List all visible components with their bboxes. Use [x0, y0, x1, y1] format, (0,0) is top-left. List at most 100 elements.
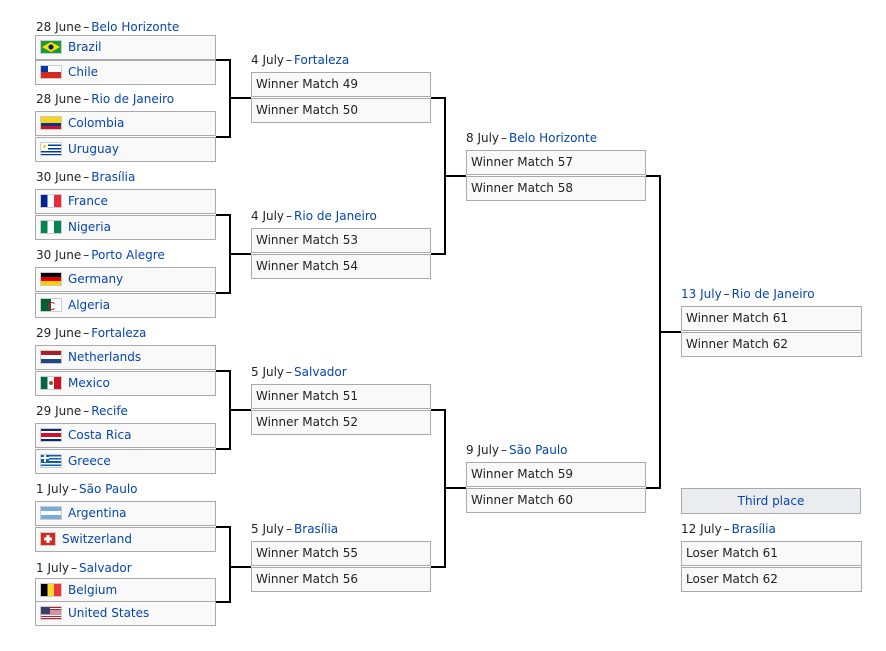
- team-name-link[interactable]: Costa Rica: [68, 428, 132, 442]
- team-name: Winner Match 61: [686, 311, 788, 325]
- team-cell: Winner Match 52: [252, 411, 402, 434]
- team-name-link[interactable]: Colombia: [68, 116, 125, 130]
- team-name: Loser Match 61: [686, 546, 778, 560]
- brazil-flag-icon: [40, 39, 62, 54]
- match-header: 4 July–Rio de Janeiro: [251, 208, 377, 224]
- match-header: 5 July–Brasília: [251, 521, 338, 537]
- team-name-link[interactable]: Algeria: [68, 298, 111, 312]
- team-name: Winner Match 55: [256, 546, 358, 560]
- bracket-row: Winner Match 61: [681, 306, 862, 331]
- score-cell: [186, 36, 215, 59]
- switzerland-flag-icon: [40, 531, 56, 546]
- score-cell: [186, 346, 215, 369]
- bracket-row: Winner Match 53: [251, 228, 431, 253]
- bracket-connector: [216, 526, 231, 528]
- date-venue-separator: –: [286, 53, 293, 67]
- match-venue-link[interactable]: Belo Horizonte: [509, 131, 598, 145]
- match-header: 1 July–Salvador: [36, 560, 132, 576]
- bracket-connector: [646, 175, 661, 177]
- bracket-row: Germany: [35, 267, 216, 292]
- match-venue-link[interactable]: Salvador: [79, 561, 132, 575]
- score-cell: [186, 528, 215, 551]
- team-name-link[interactable]: Mexico: [68, 376, 110, 390]
- score-cell: [186, 138, 215, 161]
- team-name: Winner Match 57: [471, 155, 573, 169]
- match-venue-link[interactable]: Brasília: [294, 522, 339, 536]
- team-cell: Winner Match 49: [252, 73, 402, 96]
- team-cell: Uruguay: [36, 138, 187, 161]
- team-name-link[interactable]: Belgium: [68, 583, 118, 597]
- france-flag-icon: [40, 193, 62, 208]
- score-cell: [186, 424, 215, 447]
- match-header: 4 July–Fortaleza: [251, 52, 349, 68]
- bracket-connector: [229, 526, 231, 603]
- bracket-row: Brazil: [35, 35, 216, 60]
- bracket-row: Winner Match 60: [466, 488, 646, 513]
- team-cell: Loser Match 61: [682, 542, 833, 565]
- bracket-connector: [216, 370, 231, 372]
- team-name-link[interactable]: Chile: [68, 65, 99, 79]
- match-venue-link[interactable]: Brasília: [731, 522, 776, 536]
- match-date: 30 June: [36, 170, 82, 184]
- score-cell: [186, 268, 215, 291]
- match-venue-link[interactable]: Rio de Janeiro: [731, 287, 815, 301]
- bracket-row: Belgium: [35, 578, 216, 603]
- match-venue-link[interactable]: Recife: [91, 404, 128, 418]
- team-name: Winner Match 59: [471, 467, 573, 481]
- bracket-row: Winner Match 50: [251, 98, 431, 123]
- team-name-link[interactable]: Netherlands: [68, 350, 142, 364]
- bracket-connector: [431, 566, 446, 568]
- date-venue-separator: –: [71, 482, 78, 496]
- nigeria-flag-icon: [40, 219, 62, 234]
- bracket-row: Netherlands: [35, 345, 216, 370]
- team-name-link[interactable]: France: [68, 194, 108, 208]
- bracket-connector: [659, 331, 681, 333]
- date-venue-separator: –: [723, 522, 730, 536]
- team-cell: Winner Match 62: [682, 333, 833, 356]
- match-venue-link[interactable]: São Paulo: [79, 482, 138, 496]
- match-date: 29 June: [36, 404, 82, 418]
- match-header: 28 June–Rio de Janeiro: [36, 91, 174, 107]
- team-cell: Mexico: [36, 372, 187, 395]
- team-cell: Switzerland: [36, 528, 187, 551]
- match-venue-link[interactable]: São Paulo: [509, 443, 568, 457]
- match-venue-link[interactable]: Rio de Janeiro: [91, 92, 175, 106]
- match-venue-link[interactable]: Belo Horizonte: [91, 20, 180, 34]
- algeria-flag-icon: [40, 297, 62, 312]
- score-cell: [832, 568, 861, 591]
- team-name-link[interactable]: Switzerland: [62, 532, 132, 546]
- score-cell: [186, 450, 215, 473]
- team-cell: Greece: [36, 450, 187, 473]
- bracket-row: Switzerland: [35, 527, 216, 552]
- team-name: Winner Match 60: [471, 493, 573, 507]
- bracket-row: Nigeria: [35, 215, 216, 240]
- match-venue-link[interactable]: Rio de Janeiro: [294, 209, 377, 223]
- score-cell: [186, 372, 215, 395]
- team-name-link[interactable]: Greece: [68, 454, 111, 468]
- team-cell: Winner Match 54: [252, 255, 402, 278]
- team-name-link[interactable]: Germany: [68, 272, 124, 286]
- colombia-flag-icon: [40, 115, 62, 130]
- match-venue-link[interactable]: Fortaleza: [294, 53, 350, 67]
- date-venue-separator: –: [71, 561, 78, 575]
- match-venue-link[interactable]: Fortaleza: [91, 326, 147, 340]
- score-cell: [401, 568, 430, 591]
- match-venue-link[interactable]: Brasília: [91, 170, 136, 184]
- team-name: Winner Match 54: [256, 259, 358, 273]
- team-name-link[interactable]: Argentina: [68, 506, 127, 520]
- team-name-link[interactable]: Uruguay: [68, 142, 119, 156]
- score-cell: [401, 99, 430, 122]
- team-name-link[interactable]: Brazil: [68, 40, 102, 54]
- match-venue-link[interactable]: Porto Alegre: [91, 248, 165, 262]
- bracket-connector: [646, 487, 661, 489]
- match-date: 12 July: [681, 522, 722, 536]
- bracket-row: Winner Match 62: [681, 332, 862, 357]
- team-name-link[interactable]: Nigeria: [68, 220, 111, 234]
- team-name-link[interactable]: United States: [68, 606, 150, 620]
- match-venue-link[interactable]: Salvador: [294, 365, 347, 379]
- match-header: 28 June–Belo Horizonte: [36, 19, 179, 35]
- team-name: Winner Match 51: [256, 389, 358, 403]
- bracket-row: Winner Match 54: [251, 254, 431, 279]
- date-venue-separator: –: [501, 131, 508, 145]
- bracket-connector: [216, 292, 231, 294]
